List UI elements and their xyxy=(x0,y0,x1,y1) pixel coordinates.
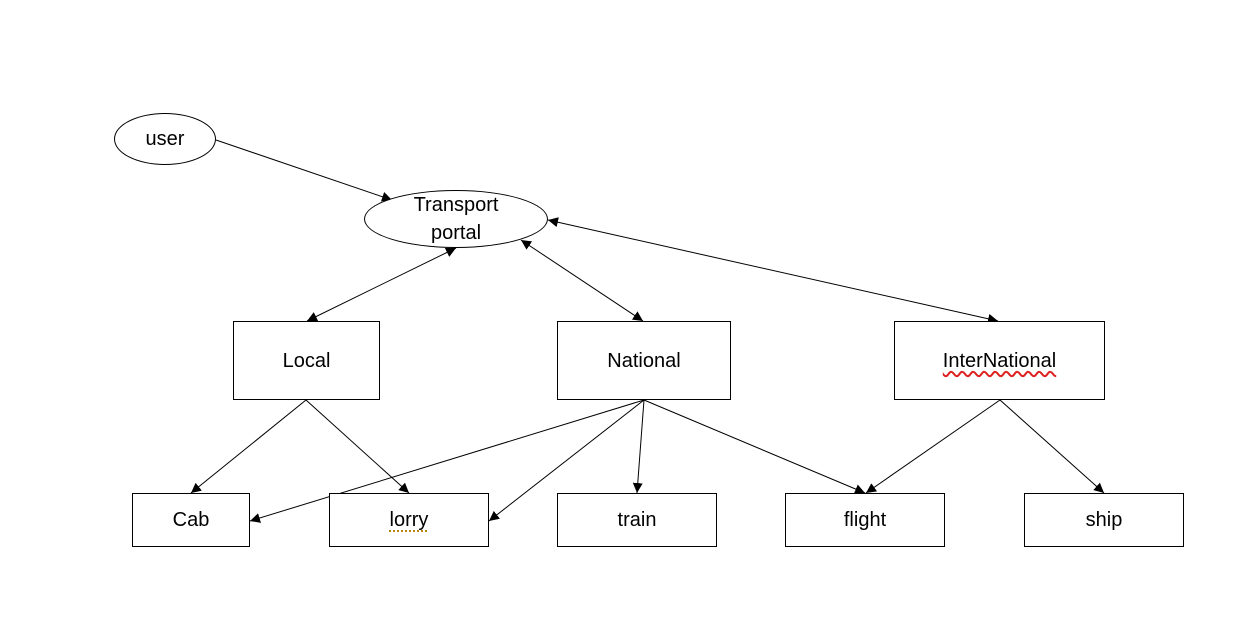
edge-local-to-cab xyxy=(190,399,307,494)
node-user: user xyxy=(114,113,216,165)
node-train-label: train xyxy=(617,509,657,531)
edge-international-to-ship xyxy=(999,399,1105,494)
edge-local-to-lorry xyxy=(305,399,410,494)
node-lorry: lorry xyxy=(329,493,489,547)
edge-portal-to-local xyxy=(306,247,457,322)
node-national: National xyxy=(557,321,731,400)
edge-national-to-cab xyxy=(249,399,645,523)
node-cab-label: Cab xyxy=(172,509,210,531)
node-lorry-label: lorry xyxy=(389,509,429,531)
node-international: InterNational xyxy=(894,321,1105,400)
edge-international-to-flight xyxy=(865,399,1001,494)
edge-national-to-lorry xyxy=(488,399,645,522)
node-flight: flight xyxy=(785,493,945,547)
edge-portal-to-national xyxy=(520,239,644,322)
node-flight-label: flight xyxy=(843,509,887,531)
node-local: Local xyxy=(233,321,380,400)
node-cab: Cab xyxy=(132,493,250,547)
node-national-label: National xyxy=(607,349,681,372)
node-international-label: InterNational xyxy=(942,349,1057,372)
edge-national-to-train xyxy=(632,399,645,494)
node-train: train xyxy=(557,493,717,547)
edge-user-to-portal xyxy=(215,139,393,202)
edge-portal-to-international xyxy=(547,217,999,324)
node-transport-portal: Transport portal xyxy=(364,190,548,248)
node-transport-portal-label: Transport portal xyxy=(413,194,499,244)
node-ship: ship xyxy=(1024,493,1184,547)
edge-national-to-flight xyxy=(643,399,866,494)
node-local-label: Local xyxy=(282,349,331,372)
node-user-label: user xyxy=(145,128,185,150)
node-ship-label: ship xyxy=(1085,509,1123,531)
